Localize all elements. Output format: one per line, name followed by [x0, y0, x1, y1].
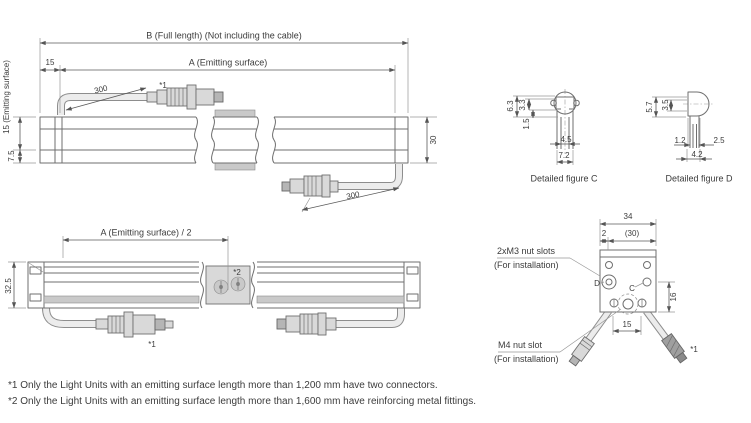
end-view-dim-slot-spacing: 15	[622, 320, 632, 329]
detail-d-caption: Detailed figure D	[665, 173, 733, 184]
detail-d-dim-width: 4.2	[691, 150, 703, 159]
footnote-2: *2 Only the Light Units with an emitting…	[8, 396, 477, 407]
dim-emitting-height-label: 15 (Emitting surface)	[2, 60, 11, 134]
detail-d-dim-depth-total: 5.7	[645, 101, 654, 113]
dim-total-height: 30	[429, 135, 438, 145]
m4-nut-slot-sublabel: (For installation)	[494, 354, 559, 364]
dim-half-emitting-label: A (Emitting surface) / 2	[100, 227, 192, 238]
m3-nut-slots-sublabel: (For installation)	[494, 260, 559, 270]
end-view-ref-detail-d: D	[594, 279, 600, 288]
side-view-full-length	[13, 38, 437, 213]
end-view-ref-detail-c: C	[629, 284, 635, 293]
dim-end-offset: 15	[45, 58, 55, 67]
end-view	[497, 219, 688, 367]
side-view-half	[8, 236, 421, 338]
detail-figure-d	[652, 91, 714, 162]
footnote-1: *1 Only the Light Units with an emitting…	[8, 380, 438, 391]
detail-d-dim-right-offset: 2.5	[713, 136, 725, 145]
dim-lower-height: 7.5	[7, 150, 16, 162]
detail-c-dim-depth-inner: 3.3	[518, 99, 527, 111]
footnote-ref-1-bottom: *1	[148, 340, 156, 349]
m3-nut-slots-label: 2xM3 nut slots	[497, 246, 556, 256]
detail-figure-c	[513, 89, 580, 165]
detail-c-dim-outer-width: 7.2	[558, 151, 570, 160]
end-view-dim-width-inner: (30)	[624, 229, 640, 238]
detail-c-caption: Detailed figure C	[530, 173, 598, 184]
end-view-footnote-ref-1: *1	[690, 345, 698, 354]
end-view-dim-width-total: 34	[623, 212, 633, 221]
detail-d-dim-depth-inner: 3.5	[661, 99, 670, 111]
dim-bar-height: 32.5	[4, 278, 13, 294]
end-view-dim-edge-offset: 2	[601, 229, 607, 238]
footnote-ref-1-top: *1	[159, 81, 167, 90]
dim-full-length-label: B (Full length) (Not including the cable…	[146, 30, 302, 41]
dim-emitting-surface-label: A (Emitting surface)	[188, 57, 268, 68]
detail-c-dim-slot-width: 4.5	[560, 135, 572, 144]
detail-d-dim-left-offset: 1.2	[674, 136, 686, 145]
footnote-ref-2: *2	[233, 268, 241, 277]
detail-c-dim-depth-total: 6.3	[506, 100, 515, 112]
detail-c-dim-neck: 1.5	[522, 118, 531, 130]
end-view-dim-side-height: 16	[669, 292, 678, 302]
m4-nut-slot-label: M4 nut slot	[498, 340, 543, 350]
